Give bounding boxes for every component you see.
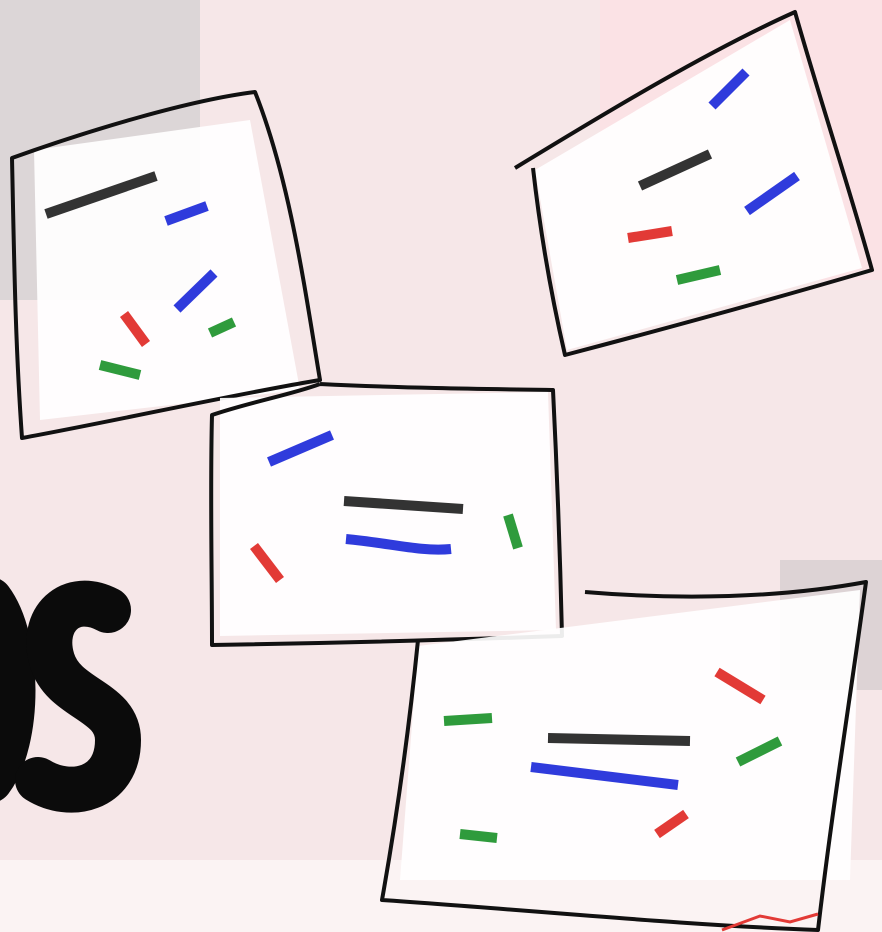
large-black-letters [0, 600, 118, 790]
sketch-card-top-left [12, 92, 320, 438]
card-fill [34, 120, 300, 420]
bar-green [444, 718, 492, 721]
letter-s [38, 604, 118, 790]
sketch-card-top-right [515, 12, 872, 355]
card-fill [220, 392, 556, 636]
bar-red [628, 231, 672, 238]
sketch-card-middle [211, 384, 562, 645]
sketch-card-bottom-right [382, 582, 866, 930]
bar-black [548, 738, 690, 741]
partial-letter-o [0, 600, 13, 780]
bar-green [460, 834, 497, 838]
